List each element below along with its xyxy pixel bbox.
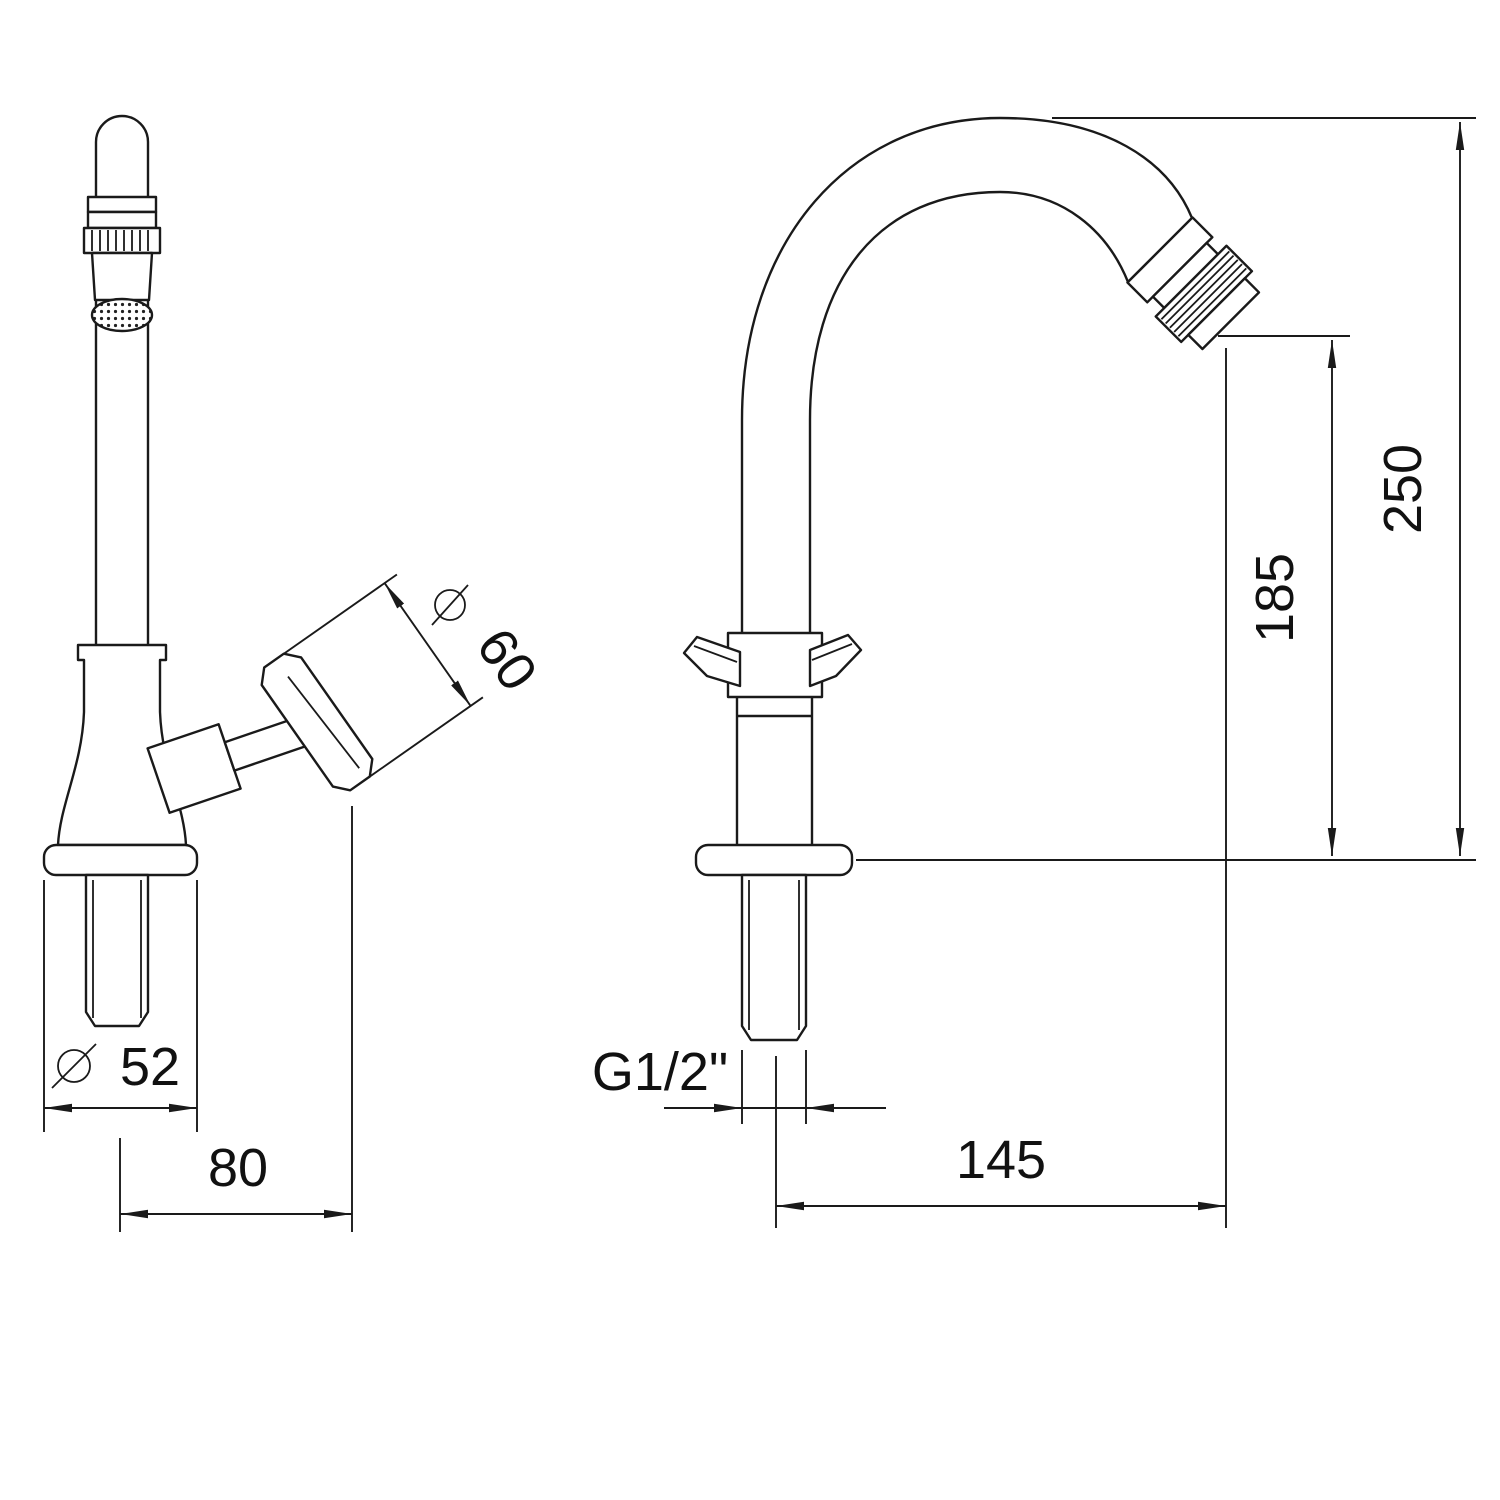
aerator-ring-lower xyxy=(86,210,158,230)
front-view xyxy=(682,116,1261,1042)
side-view xyxy=(42,114,374,1028)
dim-value-outlet-height: 185 xyxy=(1245,553,1305,643)
body-column xyxy=(735,697,814,845)
dim-value-total-height: 250 xyxy=(1373,444,1433,534)
dim-value-handle-diameter: 60 xyxy=(465,618,549,702)
dim-base-diameter: 52 xyxy=(43,880,198,1132)
extension-line xyxy=(367,696,484,779)
inlet-shank-thread-lines xyxy=(748,880,800,1030)
handle-arm-right xyxy=(808,633,863,688)
aerator-end-cap xyxy=(1187,277,1261,351)
dim-value-base-diameter: 52 xyxy=(120,1037,180,1097)
spout-aerator xyxy=(1126,216,1261,351)
gooseneck-spout xyxy=(740,116,1194,667)
dim-inlet-thread: G1/2" xyxy=(592,1042,886,1124)
handle-arm-left xyxy=(682,635,742,688)
handle-hub xyxy=(726,631,824,699)
valve-bonnet xyxy=(146,723,242,814)
base-flange xyxy=(694,843,854,877)
aerator-knurl-hatch xyxy=(1160,250,1247,337)
dim-spout-reach: 145 xyxy=(775,348,1227,1228)
dim-outlet-height: 185 xyxy=(1245,340,1337,856)
dim-value-spout-reach: 145 xyxy=(956,1130,1046,1190)
aerator-ring-upper xyxy=(86,195,158,214)
inlet-shank xyxy=(84,873,150,1028)
dim-value-handle-offset: 80 xyxy=(208,1138,268,1198)
diameter-symbol xyxy=(51,1043,97,1089)
dim-value-inlet-thread: G1/2" xyxy=(592,1042,728,1102)
dim-total-height: 250 xyxy=(1373,122,1465,856)
handle-disc xyxy=(260,652,374,792)
aerator-mesh-face xyxy=(90,297,154,333)
base-flange xyxy=(42,843,199,877)
dim-handle-offset: 80 xyxy=(119,806,353,1232)
inlet-shank-thread-lines xyxy=(92,880,142,1018)
handle-arm-left-edge xyxy=(693,645,738,663)
handle-disc-edge-line xyxy=(287,676,360,769)
inlet-shank xyxy=(740,873,808,1042)
aerator-body xyxy=(90,251,154,302)
aerator-knurl-hatch xyxy=(91,230,149,251)
extension-line xyxy=(281,573,398,656)
dimension-line xyxy=(383,582,472,707)
diameter-symbol xyxy=(431,584,469,626)
handle-arm-right-edge xyxy=(811,643,853,661)
